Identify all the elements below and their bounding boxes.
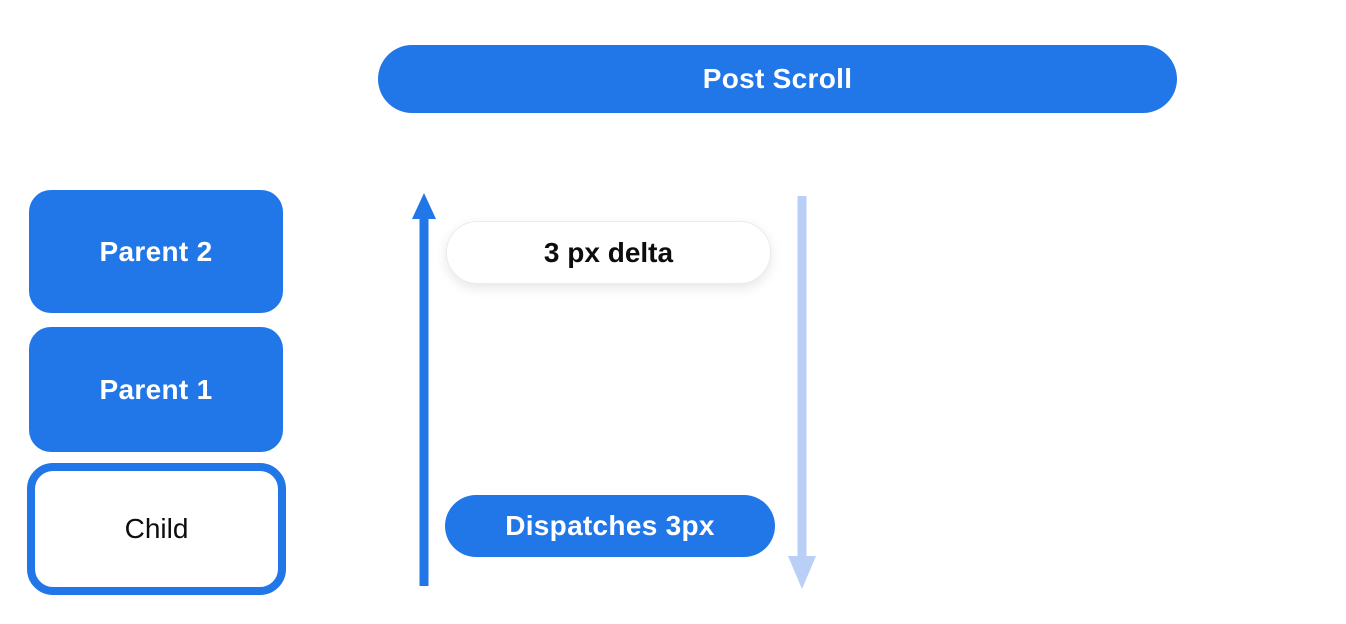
dispatches-pill-label: Dispatches 3px	[505, 510, 715, 541]
node-parent-1-label: Parent 1	[99, 373, 213, 405]
post-scroll-pill: Post Scroll	[378, 45, 1177, 113]
scroll-up-arrow-icon	[412, 193, 436, 586]
node-child: Child	[27, 463, 286, 595]
post-scroll-label: Post Scroll	[702, 63, 853, 94]
node-parent-1: Parent 1	[29, 327, 283, 452]
node-parent-2: Parent 2	[29, 190, 283, 313]
scroll-down-arrow-icon	[788, 196, 816, 589]
node-parent-2-label: Parent 2	[99, 235, 213, 267]
dispatches-pill: Dispatches 3px	[445, 495, 775, 557]
delta-pill: 3 px delta	[446, 221, 771, 284]
delta-pill-label: 3 px delta	[543, 236, 674, 268]
node-child-label: Child	[124, 513, 189, 544]
